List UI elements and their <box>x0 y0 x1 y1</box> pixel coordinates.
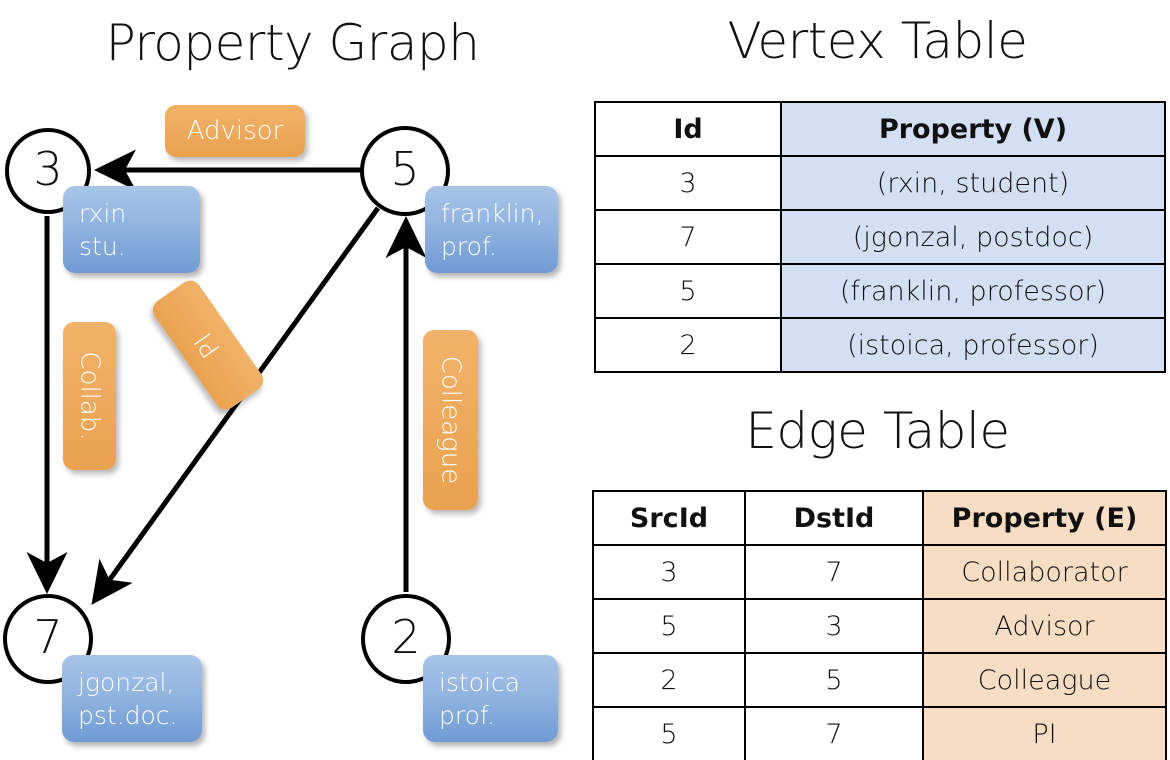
node-property-box-rxin: rxin stu. <box>63 186 200 273</box>
edge-table: SrcId DstId Property (E) 3 7 Collaborato… <box>592 490 1167 760</box>
property-graph-diagram: Advisor Collab. PI Colleague 3 5 7 2 rxi… <box>3 105 558 742</box>
page-title-edge-table: Edge Table <box>745 402 1010 460</box>
edge-table-header-dstid: DstId <box>744 490 924 546</box>
edge-cell-property: Collaborator <box>922 544 1167 600</box>
vertex-cell-property: (jgonzal, postdoc) <box>780 209 1166 265</box>
vertex-table-header-property: Property (V) <box>780 101 1166 157</box>
vertex-cell-property: (rxin, student) <box>780 155 1166 211</box>
vertex-cell-property: (istoica, professor) <box>780 317 1166 373</box>
edge-cell-property: PI <box>922 706 1167 760</box>
edge-cell-srcid: 2 <box>592 652 746 708</box>
vertex-cell-id: 5 <box>594 263 782 319</box>
edge-label-pi-text: PI <box>189 326 227 364</box>
edge-cell-srcid: 5 <box>592 598 746 654</box>
edge-label-collab: Collab. <box>63 322 116 470</box>
edge-label-colleague-text: Colleague <box>435 355 466 485</box>
vertex-cell-id: 2 <box>594 317 782 373</box>
vertex-cell-id: 3 <box>594 155 782 211</box>
graph-node-3-label: 3 <box>33 142 63 196</box>
edge-cell-dstid: 3 <box>744 598 924 654</box>
edge-cell-property: Colleague <box>922 652 1167 708</box>
edge-label-advisor: Advisor <box>165 105 305 157</box>
edge-cell-dstid: 5 <box>744 652 924 708</box>
page-title-property-graph: Property Graph <box>105 14 480 72</box>
graph-node-2: 2 <box>361 594 451 684</box>
graph-node-5-label: 5 <box>390 142 420 196</box>
edge-table-header-row: SrcId DstId Property (E) <box>592 490 1167 546</box>
table-row: 3 (rxin, student) <box>594 155 1166 211</box>
edge-cell-property: Advisor <box>922 598 1167 654</box>
table-row: 2 (istoica, professor) <box>594 317 1166 373</box>
page-title-vertex-table: Vertex Table <box>727 12 1028 70</box>
graph-node-7-label: 7 <box>33 610 63 664</box>
vertex-cell-property: (franklin, professor) <box>780 263 1166 319</box>
graph-node-2-label: 2 <box>391 610 421 664</box>
vertex-table: Id Property (V) 3 (rxin, student) 7 (jgo… <box>594 101 1166 373</box>
table-row: 7 (jgonzal, postdoc) <box>594 209 1166 265</box>
edge-label-collab-text: Collab. <box>74 351 105 441</box>
table-row: 2 5 Colleague <box>592 652 1167 708</box>
table-row: 5 (franklin, professor) <box>594 263 1166 319</box>
node-property-box-jgonzal: jgonzal, pst.doc. <box>62 655 202 742</box>
edge-label-advisor-text: Advisor <box>186 116 284 146</box>
vertex-cell-id: 7 <box>594 209 782 265</box>
graph-node-5: 5 <box>360 126 450 216</box>
edge-label-colleague: Colleague <box>423 330 478 510</box>
vertex-table-header-id: Id <box>594 101 782 157</box>
node-property-box-franklin: franklin, prof. <box>425 186 558 273</box>
edge-cell-dstid: 7 <box>744 706 924 760</box>
vertex-table-header-row: Id Property (V) <box>594 101 1166 157</box>
edge-table-header-property: Property (E) <box>922 490 1167 546</box>
node-property-box-istoica: istoica prof. <box>423 655 558 742</box>
table-row: 5 3 Advisor <box>592 598 1167 654</box>
edge-cell-dstid: 7 <box>744 544 924 600</box>
edge-cell-srcid: 5 <box>592 706 746 760</box>
edge-cell-srcid: 3 <box>592 544 746 600</box>
table-row: 3 7 Collaborator <box>592 544 1167 600</box>
edge-table-header-srcid: SrcId <box>592 490 746 546</box>
table-row: 5 7 PI <box>592 706 1167 760</box>
